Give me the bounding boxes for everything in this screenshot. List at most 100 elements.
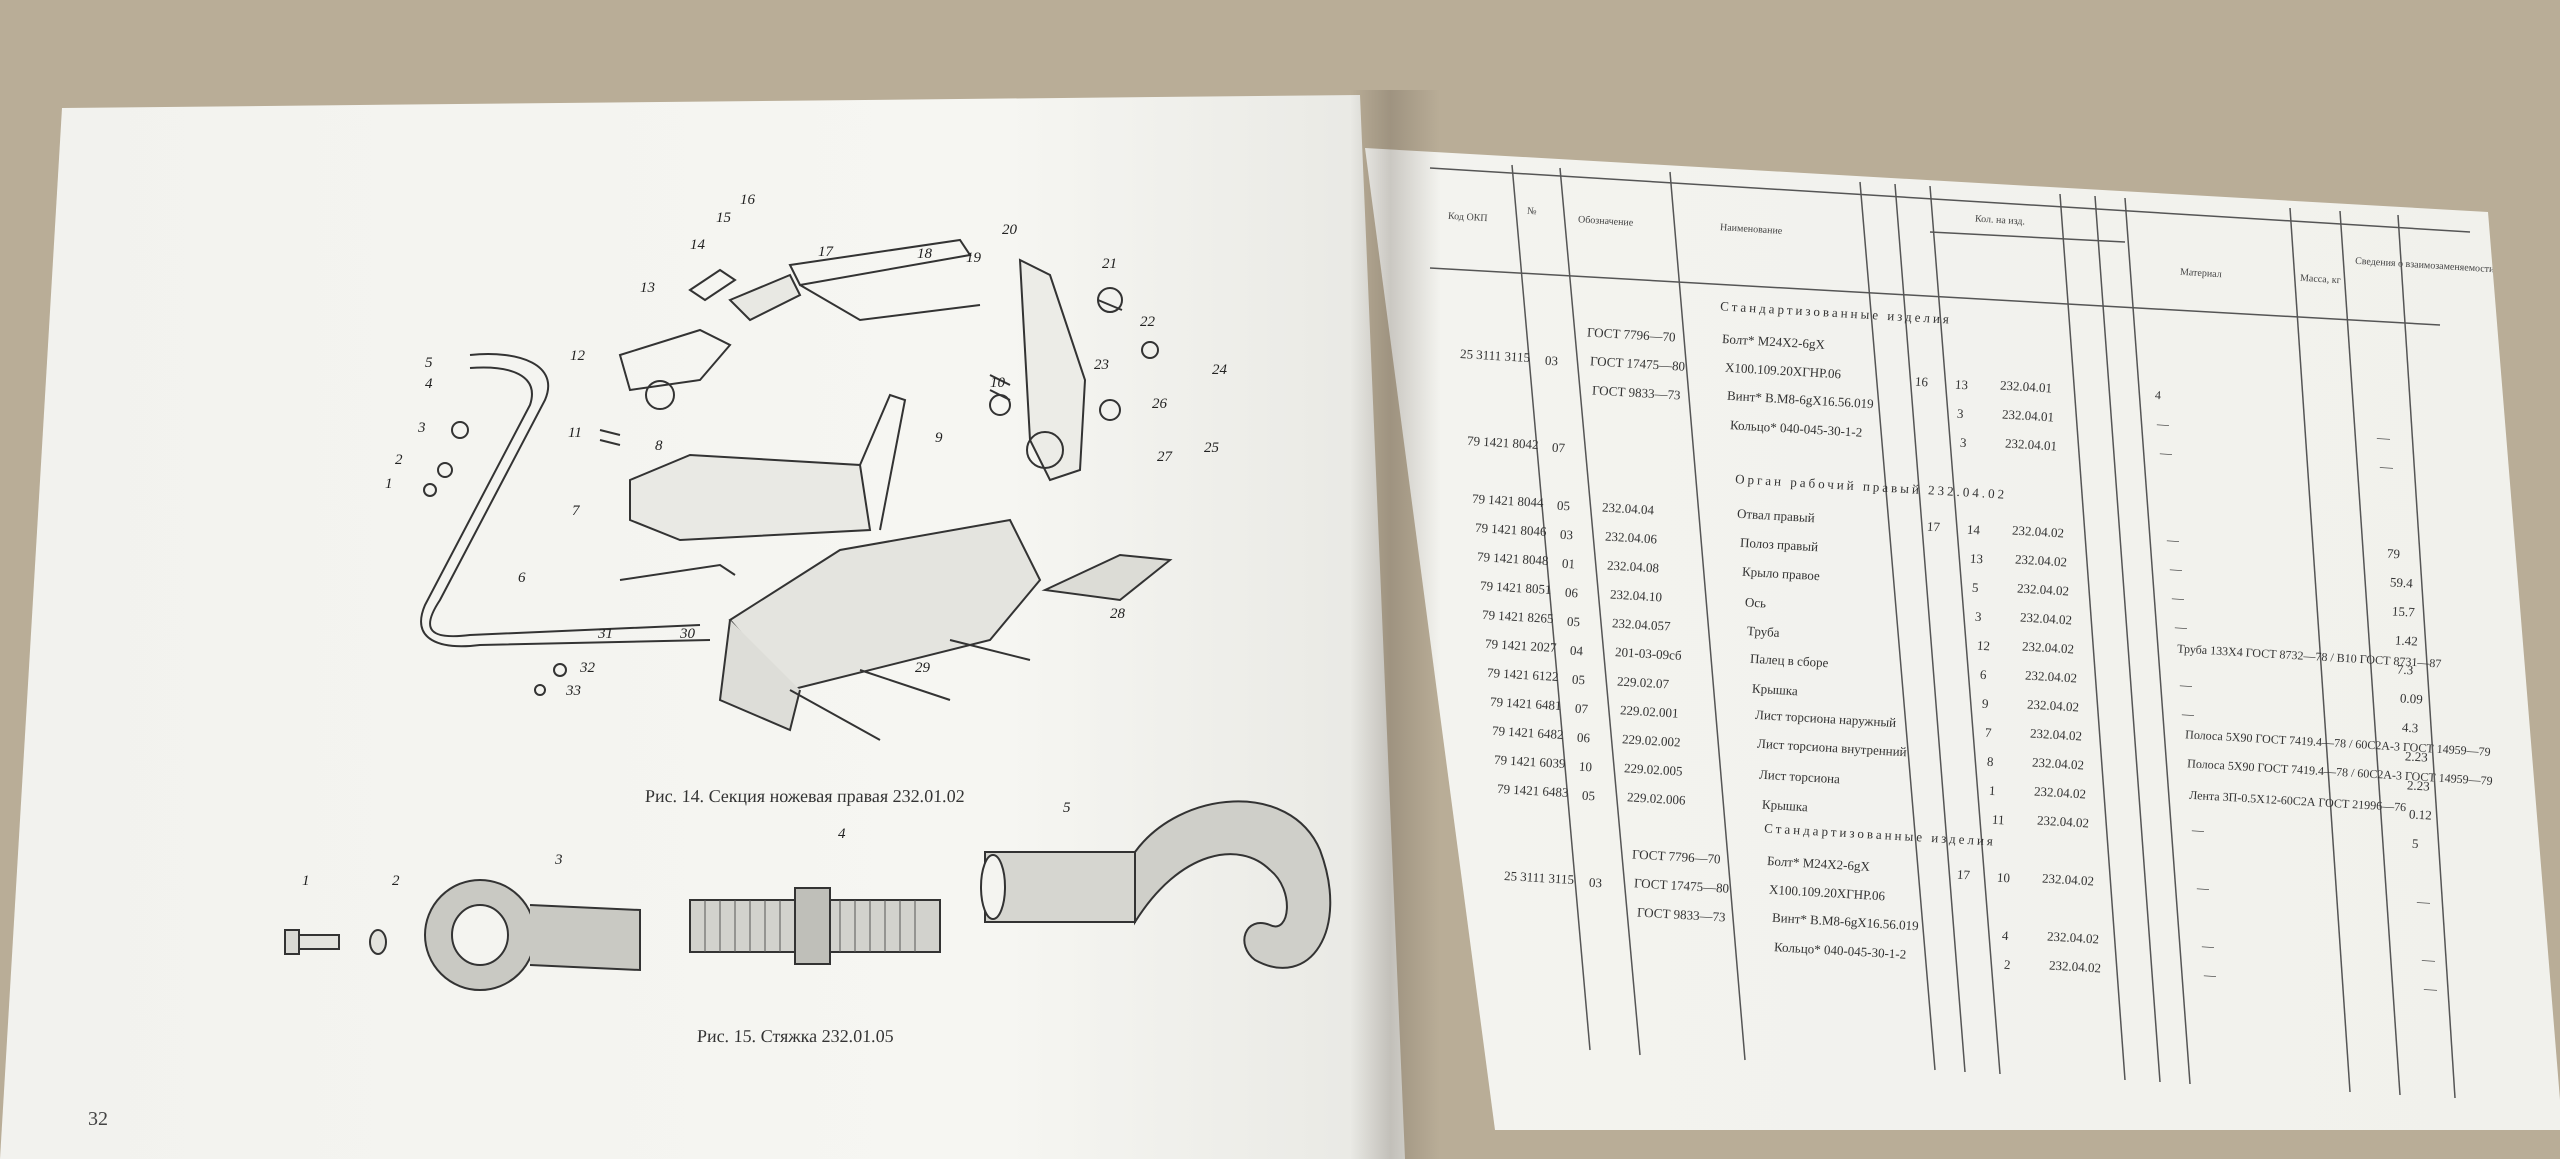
fig14-callout: 24 — [1212, 362, 1227, 378]
cell-assembly-code: 232.04.02 — [2031, 754, 2085, 773]
figure-15-drawing — [284, 800, 1332, 991]
fig14-callout: 2 — [395, 452, 403, 468]
cell-material: — — [2157, 416, 2170, 432]
cell-material: 4 — [2154, 388, 2162, 403]
cell-qty: 17 — [1956, 867, 1971, 883]
cell-mass: — — [2423, 980, 2438, 997]
cell-designation: 232.04.10 — [1609, 586, 1663, 605]
cell-designation: 201-03-09сб — [1614, 643, 1682, 663]
cell-mass: 4.3 — [2401, 719, 2419, 736]
cell-mass: 0.09 — [2399, 690, 2423, 707]
cell-mass: — — [2421, 951, 2436, 968]
cell-designation: 232.04.08 — [1606, 557, 1660, 576]
cell-material: — — [2179, 677, 2192, 693]
cell-name: Ось — [1744, 594, 1767, 611]
fig14-callout: 12 — [570, 348, 585, 364]
cell-material: — — [2169, 561, 2183, 577]
header-code: Код ОКП — [1447, 210, 1488, 225]
left-page: 1 2 3 4 5 6 7 8 9 10 11 12 13 14 15 16 1… — [0, 95, 1405, 1159]
fig15-callout: 2 — [392, 873, 400, 889]
cell-num: 03 — [1559, 526, 1574, 543]
fig14-callout: 13 — [640, 280, 655, 296]
fig14-callout: 8 — [655, 438, 663, 454]
cell-assembly: 7 — [1984, 724, 1992, 740]
cell-mass: 1.42 — [2394, 632, 2418, 649]
cell-assembly-code: 232.04.02 — [2011, 522, 2065, 541]
cell-qty: 17 — [1926, 519, 1941, 535]
fig15-callout: 3 — [555, 852, 563, 868]
cell-mass: 0.12 — [2409, 806, 2433, 823]
cell-num: 05 — [1571, 671, 1586, 688]
cell-name: Крышка — [1761, 797, 1809, 815]
cell-num: 01 — [1561, 555, 1576, 572]
cell-mass: 5 — [2411, 835, 2419, 852]
cell-designation: 229.02.005 — [1624, 759, 1684, 779]
cell-mass: 2.23 — [2406, 777, 2431, 794]
fig14-callout: 18 — [917, 246, 932, 262]
cell-assembly: 2 — [2003, 956, 2012, 972]
cell-mass: 59.4 — [2389, 574, 2413, 591]
cell-designation: 229.02.001 — [1619, 701, 1679, 721]
cell-name: Труба — [1746, 623, 1781, 641]
cell-assembly: 13 — [1954, 376, 1969, 393]
cell-assembly-code: 232.04.02 — [2029, 725, 2082, 744]
cell-material: — — [2191, 822, 2205, 838]
cell-assembly: 5 — [1971, 579, 1980, 595]
cell-designation: 232.04.057 — [1611, 614, 1672, 634]
fig14-callout: 11 — [568, 425, 582, 441]
cell-assembly-code: 232.04.02 — [2034, 783, 2087, 802]
cell-assembly-code: 232.04.02 — [2019, 609, 2073, 628]
cell-assembly: 4 — [2001, 927, 2009, 943]
figure-14-drawing — [420, 238, 1173, 741]
cell-assembly: 9 — [1981, 695, 1989, 711]
cell-mass: 79 — [2386, 545, 2401, 562]
fig14-callout: 20 — [1002, 222, 1017, 238]
fig15-callout: 1 — [302, 873, 310, 889]
fig14-callout: 27 — [1157, 449, 1172, 465]
fig14-callout: 32 — [580, 660, 595, 676]
fig14-callout: 21 — [1102, 256, 1117, 272]
figure-15-caption: Рис. 15. Стяжка 232.01.05 — [696, 1026, 895, 1046]
cell-assembly-code: 232.04.02 — [2041, 870, 2095, 889]
cell-material: — — [2181, 706, 2195, 722]
cell-assembly: 13 — [1969, 550, 1984, 567]
fig14-callout: 29 — [915, 660, 930, 676]
cell-assembly-code: 232.04.02 — [2026, 696, 2080, 715]
cell-assembly-code: 232.04.01 — [1999, 377, 2053, 396]
cell-material: — — [2203, 967, 2217, 983]
fig14-callout: 28 — [1110, 606, 1125, 622]
cell-num: 04 — [1569, 642, 1584, 659]
cell-num: 03 — [1588, 874, 1603, 891]
cell-assembly-code: 232.04.02 — [2021, 638, 2075, 657]
cell-material: — — [2201, 938, 2215, 954]
fig14-callout: 5 — [425, 355, 433, 371]
cell-designation: 229.02.002 — [1621, 730, 1681, 750]
fig14-callout: 16 — [740, 192, 755, 208]
fig14-callout: 17 — [818, 244, 833, 260]
cell-mass: — — [2376, 429, 2391, 446]
fig14-callout: 19 — [966, 250, 981, 266]
cell-material: — — [2166, 532, 2180, 548]
fig15-callout: 5 — [1063, 800, 1071, 816]
cell-mass: — — [2379, 458, 2394, 475]
cell-mass: — — [2416, 893, 2431, 910]
fig14-callout: 10 — [990, 375, 1005, 391]
cell-material: — — [2171, 590, 2185, 606]
cell-material: — — [2196, 880, 2210, 896]
cell-mass: 2.23 — [2404, 748, 2428, 765]
page-number: 32 — [88, 1108, 108, 1130]
cell-assembly-code: 232.04.02 — [2024, 667, 2077, 686]
cell-designation: 229.02.07 — [1616, 673, 1670, 692]
fig14-callout: 25 — [1204, 440, 1219, 456]
cell-assembly-code: 232.04.02 — [2048, 957, 2102, 976]
cell-designation: 232.04.06 — [1604, 528, 1658, 547]
cell-num: 07 — [1551, 439, 1566, 456]
fig14-callout: 26 — [1152, 396, 1167, 412]
cell-num: 07 — [1574, 700, 1588, 717]
cell-num: 10 — [1579, 758, 1593, 775]
fig14-callout: 1 — [385, 476, 393, 492]
fig14-callout: 7 — [572, 503, 580, 519]
cell-num: 05 — [1556, 497, 1571, 514]
